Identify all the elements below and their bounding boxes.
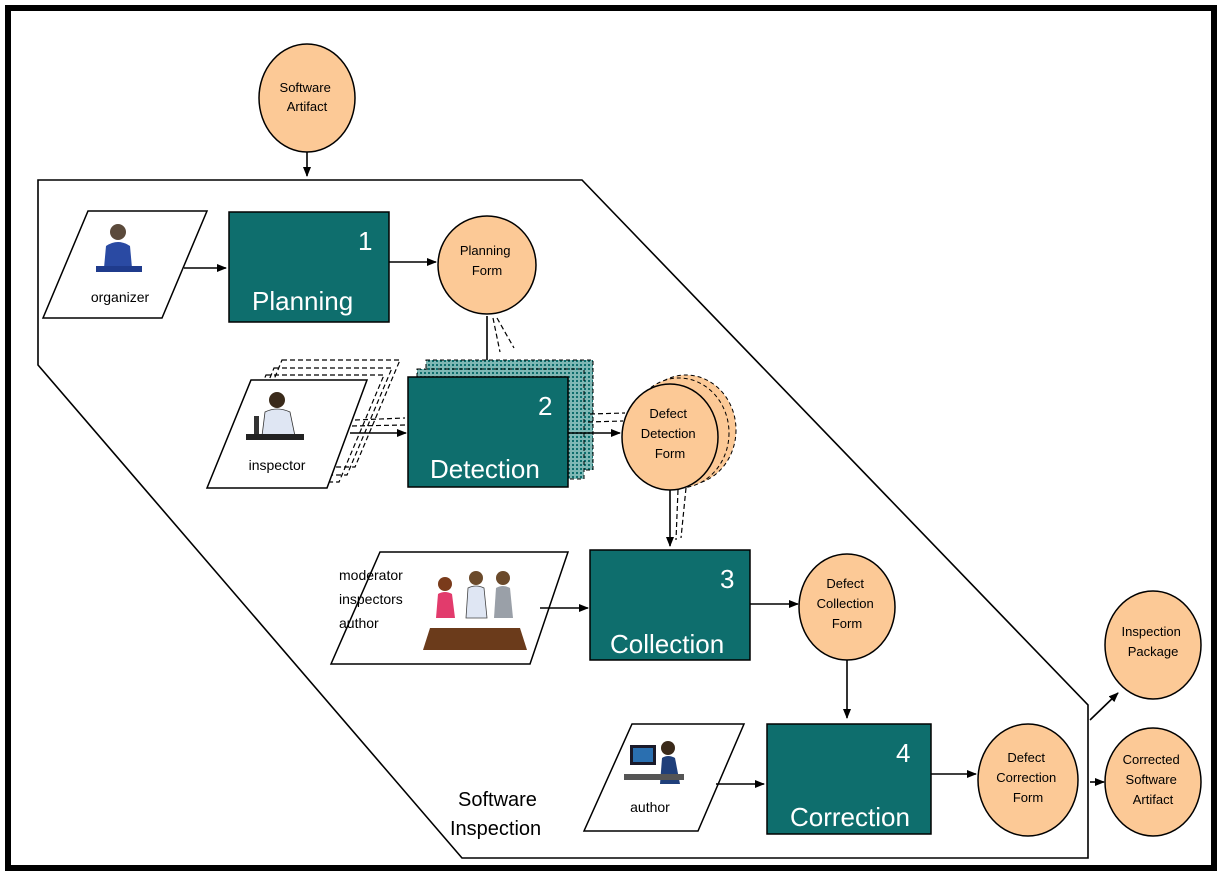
svg-text:1: 1: [358, 226, 372, 256]
dashed-arrow: [589, 412, 626, 415]
svg-text:Detection: Detection: [430, 454, 540, 484]
defect-correction-form-node: Defect Correction Form: [977, 723, 1079, 837]
svg-text:Planning Form: Planning Form: [460, 243, 514, 278]
svg-text:Software Artifact: Software Artifact: [280, 80, 335, 114]
svg-text:moderator inspectors: moderator inspectors author: [339, 567, 407, 631]
author-role: author: [582, 723, 746, 832]
process-detection: 2 Detection: [407, 359, 594, 488]
defect-collection-form-node: Defect Collection Form: [798, 553, 896, 661]
dashed-arrow: [680, 487, 687, 539]
svg-text:Correction: Correction: [790, 802, 910, 832]
svg-text:Collection: Collection: [610, 629, 724, 659]
dashed-arrow: [351, 424, 406, 427]
process-collection: 3 Collection: [589, 549, 751, 661]
svg-text:Corrected Software: Corrected Software Artifact: [1123, 752, 1184, 807]
planning-form-node: Planning Form: [437, 215, 537, 315]
defect-detection-form-node: Defect Detection Form: [621, 374, 737, 491]
inspection-package-node: Inspection Package: [1104, 590, 1202, 700]
dashed-arrow: [492, 317, 501, 353]
software-artifact-node: Software Artifact: [258, 43, 356, 153]
svg-text:Defect Collection: Defect Collection Form: [817, 576, 878, 631]
svg-text:3: 3: [720, 564, 734, 594]
person-at-computer-icon: [624, 741, 684, 784]
person-with-microscope-icon: [246, 392, 304, 440]
region-label: Software Inspection: [450, 789, 543, 840]
person-at-desk-icon: [96, 224, 142, 272]
organizer-role: organizer: [41, 210, 209, 319]
meeting-role: moderator inspectors author: [329, 551, 570, 665]
svg-text:Defect Correction: Defect Correction Form: [996, 750, 1060, 805]
dashed-arrow: [587, 420, 624, 423]
svg-text:inspector: inspector: [249, 457, 306, 473]
process-correction: 4 Correction: [766, 723, 932, 835]
svg-text:4: 4: [896, 738, 910, 768]
corrected-software-artifact-node: Corrected Software Artifact: [1104, 727, 1202, 837]
svg-text:author: author: [630, 799, 670, 815]
svg-text:Planning: Planning: [252, 286, 353, 316]
process-planning: 1 Planning: [228, 211, 390, 323]
svg-text:organizer: organizer: [91, 289, 150, 305]
software-inspection-region: [37, 179, 1089, 859]
svg-text:2: 2: [538, 391, 552, 421]
diagram-frame: [5, 5, 1217, 871]
svg-text:Defect Detection F: Defect Detection Form: [641, 406, 700, 461]
dashed-arrow: [354, 417, 406, 421]
dashed-arrow: [496, 317, 515, 349]
team-meeting-icon: [423, 571, 527, 650]
package-arrow: [1089, 692, 1119, 721]
dashed-arrow: [675, 489, 679, 541]
svg-text:Inspection Package: Inspection Package: [1122, 624, 1185, 659]
inspector-role: inspector: [205, 359, 401, 489]
